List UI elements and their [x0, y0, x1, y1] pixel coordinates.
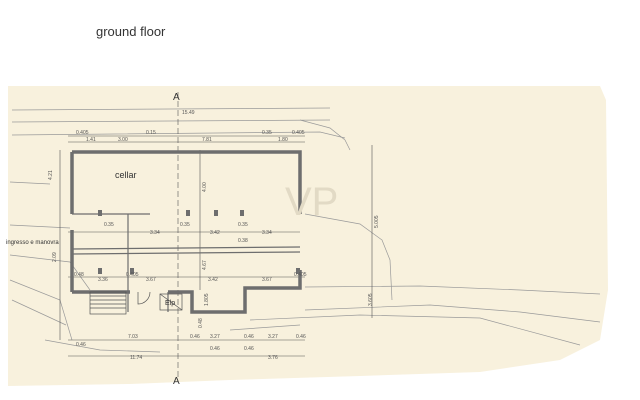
dim-row3-6: 0.405 — [294, 272, 307, 278]
dim-bottom1-0: 7.03 — [128, 334, 138, 340]
dim-top-6: 0.35 — [262, 130, 272, 136]
room-label-lift: Elp — [165, 300, 175, 307]
watermark: VP — [285, 180, 338, 224]
dim-bottom1-2: 3.27 — [210, 334, 220, 340]
staircase — [89, 291, 127, 315]
dim-bottom2-2: 0.46 — [210, 346, 220, 352]
dim-top-2: 1.41 — [86, 137, 96, 143]
dim-row3-3: 3.67 — [146, 277, 156, 283]
lift-shaft — [159, 293, 183, 311]
paper-background — [8, 86, 608, 386]
dim-row3-1: 3.36 — [98, 277, 108, 283]
page-title: ground floor — [96, 24, 166, 39]
dim-vertical-7: 4.21 — [48, 170, 54, 180]
dim-vertical-6: 2.09 — [52, 252, 58, 262]
dim-row2-1: 0.35 — [104, 222, 114, 228]
dim-bottom1-5: 0.46 — [296, 334, 306, 340]
dim-row2-0: 0.35 — [238, 222, 248, 228]
dim-row1-3: 3.34 — [262, 230, 272, 236]
dim-row3-0: 0.48 — [74, 272, 84, 278]
dim-bottom1-3: 0.46 — [244, 334, 254, 340]
dim-top-3: 3.00 — [118, 137, 128, 143]
inner-walls — [71, 213, 301, 312]
section-marker-bottom: A — [173, 376, 180, 387]
dim-top-5: 7.81 — [202, 137, 212, 143]
site-lines — [9, 107, 601, 353]
dim-top-total: 15.49 — [182, 110, 195, 116]
room-label-entrance: ingresso e manovra — [6, 240, 59, 246]
dim-bottom2-3: 0.46 — [244, 346, 254, 352]
dim-top-7: 1.80 — [278, 137, 288, 143]
dim-vertical-4: 1.805 — [204, 293, 210, 306]
door — [137, 291, 151, 305]
dim-row1-0: 0.35 — [180, 222, 190, 228]
dim-top-1: 0.405 — [76, 130, 89, 136]
dim-row3-4: 3.42 — [208, 277, 218, 283]
section-marker-top: A — [173, 92, 180, 103]
dim-row1-1: 3.34 — [150, 230, 160, 236]
dimension-lines — [59, 135, 373, 357]
dim-vertical-3: 3.605 — [368, 293, 374, 306]
dim-bottom2-4: 3.76 — [268, 355, 278, 361]
dim-row1-2: 3.42 — [210, 230, 220, 236]
dim-vertical-2: 4.67 — [202, 260, 208, 270]
dim-bottom2-1: 11.74 — [130, 355, 142, 361]
dim-top-4: 0.15 — [146, 130, 156, 136]
dim-bottom1-4: 3.27 — [268, 334, 278, 340]
dim-row3-5: 3.67 — [262, 277, 272, 283]
dim-vertical-5: 0.48 — [198, 318, 204, 328]
dim-bottom1-1: 0.46 — [190, 334, 200, 340]
dim-top-8: 0.405 — [292, 130, 305, 136]
dim-row2-2: 0.38 — [238, 238, 248, 244]
dim-row3-2: 0.405 — [126, 272, 139, 278]
room-label-cellar: cellar — [115, 170, 137, 180]
dim-vertical-0: 5.005 — [374, 215, 380, 228]
dim-bottom2-0: 0.46 — [76, 342, 86, 348]
pillars — [98, 210, 300, 274]
dim-vertical-1: 4.00 — [202, 182, 208, 192]
